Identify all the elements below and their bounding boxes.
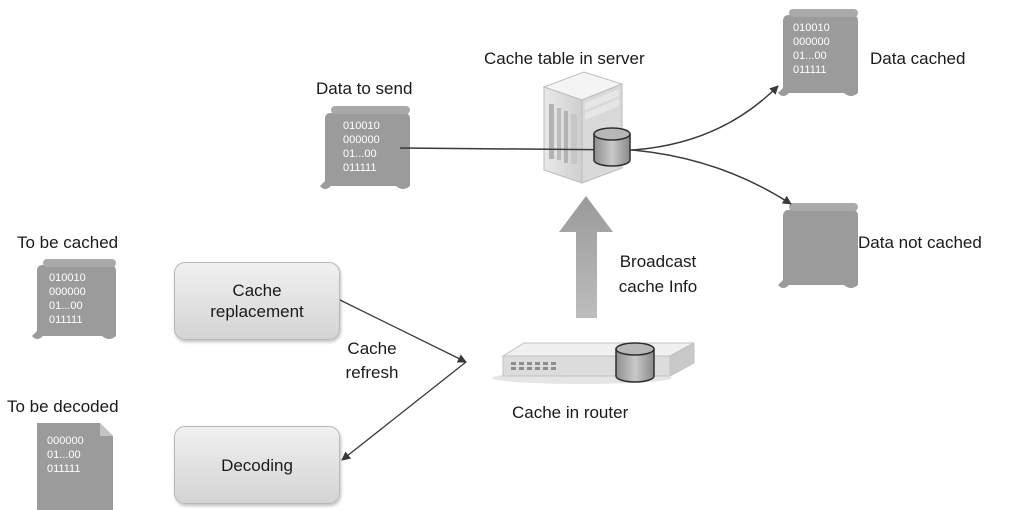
server-icon — [542, 71, 624, 184]
doc-line: 01...00 — [47, 449, 81, 461]
label-cache-refresh-line2: refresh — [345, 363, 399, 382]
decoding-box: Decoding — [174, 426, 340, 504]
doc-line: 01...00 — [793, 50, 827, 62]
doc-line: 011111 — [47, 463, 81, 475]
doc-line: 010010 — [343, 120, 380, 132]
router-cache-cylinder-icon — [615, 342, 655, 383]
doc-to-be-decoded-text: 000000 01...00 011111 — [47, 434, 84, 476]
label-cache-table-in-server: Cache table in server — [484, 49, 645, 68]
doc-data-cached-text: 010010 000000 01...00 011111 — [793, 21, 830, 77]
doc-line: 000000 — [47, 435, 84, 447]
label-to-be-cached: To be cached — [17, 233, 119, 252]
doc-to-be-cached-text: 010010 000000 01...00 011111 — [49, 271, 86, 327]
label-cache-in-router: Cache in router — [512, 403, 629, 422]
doc-to-be-cached — [32, 259, 116, 339]
label-cache-refresh: Cache refresh — [332, 339, 412, 383]
doc-line: 000000 — [49, 286, 86, 298]
doc-line: 01...00 — [343, 148, 377, 160]
label-data-to-send: Data to send — [316, 79, 413, 98]
doc-line: 01...00 — [49, 300, 83, 312]
doc-line: 011111 — [49, 314, 83, 326]
cache-replacement-box: Cache replacement — [174, 262, 340, 340]
label-cache-refresh-line1: Cache — [347, 339, 397, 358]
doc-line: 000000 — [793, 36, 830, 48]
cache-replacement-label-line1: Cache — [232, 281, 282, 300]
label-data-cached: Data cached — [870, 49, 966, 68]
router-icon — [492, 342, 695, 384]
doc-line: 010010 — [49, 272, 86, 284]
doc-line: 010010 — [793, 22, 830, 34]
doc-data-to-send-text: 010010 000000 01...00 011111 — [343, 119, 380, 175]
label-data-not-cached: Data not cached — [858, 233, 982, 252]
decoding-label: Decoding — [221, 455, 293, 475]
label-broadcast-cache-info: Broadcast cache Info — [603, 252, 713, 297]
doc-line: 011111 — [793, 64, 827, 76]
label-to-be-decoded: To be decoded — [7, 397, 119, 416]
doc-line: 000000 — [343, 134, 380, 146]
doc-line: 011111 — [343, 162, 377, 174]
server-cache-cylinder-icon — [593, 127, 631, 167]
cache-refresh-arrows — [339, 299, 467, 461]
label-broadcast-line2: cache Info — [618, 277, 698, 296]
broadcast-arrow-icon — [559, 196, 613, 318]
cache-replacement-label-line2: replacement — [210, 302, 304, 321]
doc-data-to-send — [320, 106, 410, 189]
doc-data-not-cached — [778, 203, 858, 288]
label-broadcast-line1: Broadcast — [619, 252, 697, 271]
doc-to-be-decoded — [37, 423, 113, 510]
doc-data-cached — [778, 9, 858, 96]
